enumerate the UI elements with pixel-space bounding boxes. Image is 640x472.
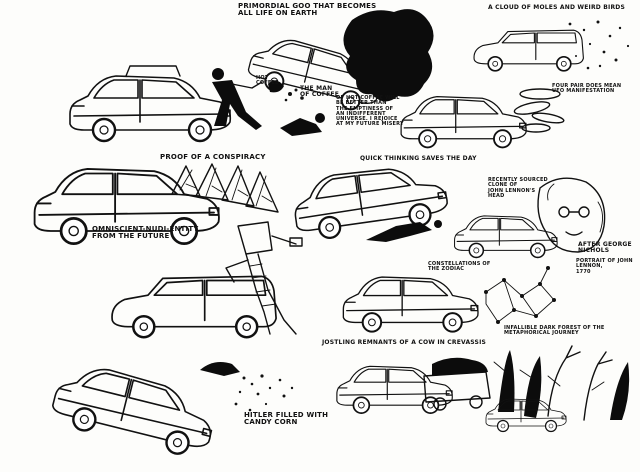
candy-corn-spray xyxy=(200,362,294,412)
caption-four-pair: Four pair does mean UFO manifestation xyxy=(552,83,622,95)
car-middle-right xyxy=(401,97,526,148)
lying-man-figure xyxy=(280,113,325,136)
ink-blob-primordial-goo xyxy=(343,9,434,102)
ufo-discs xyxy=(513,88,565,133)
caption-quick-thinking: Quick thinking saves the day xyxy=(360,155,477,162)
car-omniscient xyxy=(110,275,278,339)
fallen-figure xyxy=(366,220,442,242)
caption-coffee-will: of hot coffee will be better than the em… xyxy=(336,95,404,128)
lennon-head-portrait xyxy=(537,177,606,253)
caption-proof-conspiracy: Proof of a conspiracy xyxy=(160,153,266,161)
coffee-splash xyxy=(268,80,304,102)
zodiac-constellation xyxy=(484,266,556,324)
caption-after-george: After George Nichols xyxy=(578,241,632,255)
omniscient-entity-figure xyxy=(225,221,303,335)
caption-recently-sourced: Recently sourced clone of John Lennon's … xyxy=(488,177,548,199)
caption-omniscient: Omniscient-nudi-entity from the future xyxy=(92,225,199,241)
car-lennon-small xyxy=(455,216,558,258)
running-figure xyxy=(212,68,263,130)
caption-dark-forest: Infallible dark forest of the metaphoric… xyxy=(504,325,605,337)
caption-jostling: Jostling remnants of a cow in crevassis xyxy=(322,339,487,346)
moles-birds-cloud xyxy=(568,20,630,70)
caption-moles-birds: A cloud of moles and weird birds xyxy=(488,4,625,11)
caption-portrait-source: Portrait of John Lennon, 1770 xyxy=(576,258,633,275)
caption-constellations: Constellations of the zodiac xyxy=(428,261,491,273)
car-zodiac xyxy=(343,277,478,332)
caption-hitler: Hitler filled with candy corn xyxy=(244,411,329,427)
car-upper-left xyxy=(70,65,230,141)
caption-primordial: Primordial goo that becomes all life on … xyxy=(238,2,377,18)
caption-hot-coffee: Hot coffee xyxy=(256,75,279,87)
caption-man-of-coffee: The man of coffee xyxy=(300,85,339,99)
dark-forest xyxy=(493,345,630,421)
car-top-right-wagon xyxy=(473,29,585,72)
pyramids xyxy=(171,163,279,213)
car-hitler xyxy=(49,359,220,461)
cow-remnants-trailer xyxy=(423,357,491,411)
